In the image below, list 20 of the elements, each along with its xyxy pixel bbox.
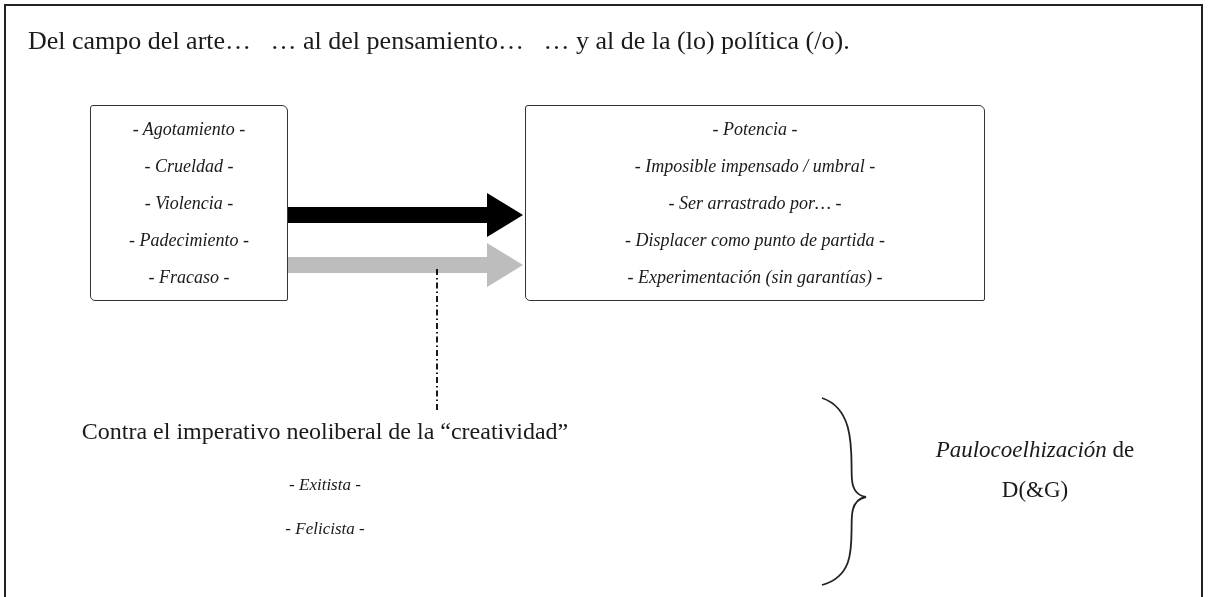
note-text: Paulocoelhización de D(&G) — [885, 430, 1185, 510]
connector-line — [436, 266, 438, 411]
list-item: - Exitista - — [289, 474, 361, 496]
arrow — [288, 193, 523, 237]
title: Del campo del arte… … al del pensamiento… … y al de la (lo) política (/o). — [28, 26, 850, 56]
list-item: - Imposible impensado / umbral - — [634, 155, 876, 178]
list-item: - Felicista - — [285, 518, 365, 540]
list-item: - Padecimiento - — [129, 229, 249, 252]
list-box — [525, 105, 985, 301]
list-item: - Violencia - — [144, 192, 234, 215]
list-item: - Crueldad - — [144, 155, 234, 178]
list-item: - Displacer como punto de partida - — [625, 229, 885, 252]
heading-text: Contra el imperativo neoliberal de la “creatividad” — [81, 418, 569, 445]
list-box — [90, 105, 288, 301]
list-item: - Potencia - — [712, 118, 798, 141]
list-item: - Ser arrastrado por… - — [668, 192, 842, 215]
arrow — [288, 243, 523, 287]
list-item: - Experimentación (sin garantías) - — [627, 266, 883, 289]
list-item: - Agotamiento - — [132, 118, 246, 141]
list-item: - Fracaso - — [148, 266, 230, 289]
